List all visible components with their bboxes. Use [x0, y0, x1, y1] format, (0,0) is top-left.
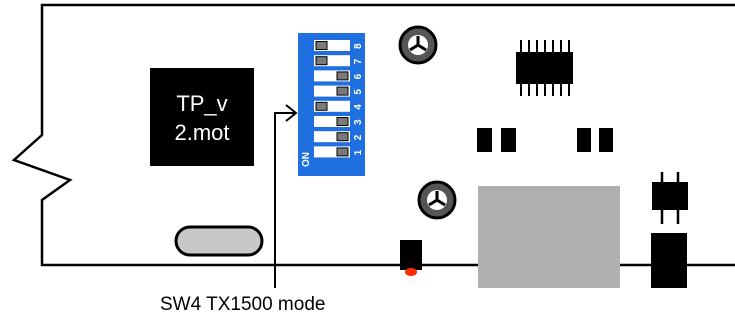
- dip-number-7: 7: [353, 58, 364, 64]
- dip-number-1: 1: [353, 149, 364, 155]
- dip-knob-3[interactable]: [336, 117, 349, 126]
- dip-knob-1[interactable]: [336, 147, 349, 157]
- dip-on-label: ON: [301, 152, 312, 167]
- dip-slot-7[interactable]: [314, 55, 350, 67]
- dip-slot-3[interactable]: [314, 116, 350, 127]
- connector-block: [478, 186, 620, 288]
- right-component: [651, 233, 687, 288]
- firmware-chip: TP_v 2.mot: [150, 68, 254, 166]
- dip-slot-4[interactable]: [314, 100, 350, 112]
- dip-number-3: 3: [353, 119, 364, 125]
- ic-chip: [516, 40, 573, 96]
- callout-arrow: [274, 104, 298, 288]
- smd-pair-right: [577, 128, 613, 152]
- dip-switch-sw4[interactable]: ON 1 2 3 4 5 6 7 8: [298, 33, 365, 176]
- dip-slot-8[interactable]: [314, 40, 350, 51]
- potentiometer-top-icon: [398, 25, 438, 65]
- dip-number-5: 5: [353, 89, 364, 95]
- callout-label: SW4 TX1500 mode: [160, 294, 325, 315]
- dip-knob-5[interactable]: [336, 86, 349, 96]
- chip-label-line1: TP_v: [176, 91, 227, 116]
- chip-label-line2: 2.mot: [174, 120, 229, 145]
- dip-knob-7[interactable]: [315, 56, 328, 66]
- dip-slot-2[interactable]: [314, 131, 350, 143]
- dip-number-8: 8: [353, 43, 364, 49]
- dip-number-4: 4: [353, 104, 364, 110]
- dip-knob-6[interactable]: [336, 71, 349, 81]
- jumper-header: [652, 172, 688, 224]
- smd-pair-left: [477, 128, 516, 152]
- dip-number-2: 2: [353, 134, 364, 140]
- dip-slot-5[interactable]: [314, 85, 350, 97]
- dip-knob-2[interactable]: [336, 132, 349, 142]
- board-outline: [11, 3, 735, 267]
- led-indicator: [400, 240, 422, 276]
- potentiometer-bottom-icon: [417, 180, 457, 220]
- dip-slot-6[interactable]: [314, 70, 350, 82]
- dip-knob-8[interactable]: [315, 41, 328, 50]
- dip-knob-4[interactable]: [315, 101, 328, 111]
- dip-number-6: 6: [353, 73, 364, 79]
- oval-slot: [174, 225, 264, 257]
- dip-slot-1[interactable]: [314, 146, 350, 158]
